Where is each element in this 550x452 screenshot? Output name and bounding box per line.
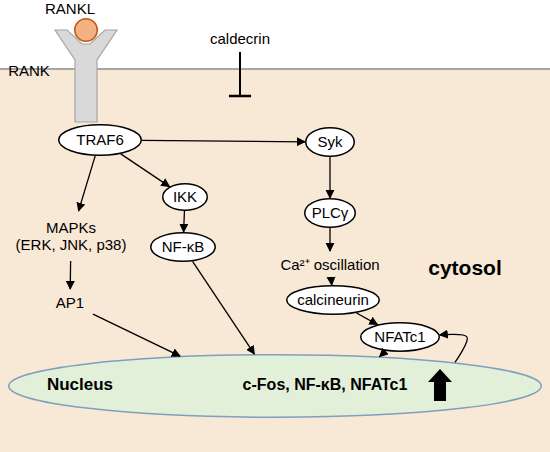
- ellipse-outline: [306, 128, 355, 157]
- nucleus-ellipse: Nucleus c-Fos, NF-κB, NFATc1: [8, 354, 542, 418]
- ellipse-outline: [163, 184, 208, 211]
- node-label: PLCγ: [312, 204, 349, 221]
- node-label: calcineurin: [297, 291, 369, 308]
- protein-ellipse: calcineurin: [286, 285, 380, 315]
- node-label: MAPKs: [46, 219, 96, 236]
- node-label: AP1: [56, 294, 84, 311]
- shape-outline: [55, 30, 117, 122]
- receptor-shape: RANK: [55, 30, 117, 122]
- ellipse-outline: [287, 286, 380, 315]
- node-label: cytosol: [415, 256, 515, 280]
- node-label: RANK: [6, 62, 52, 79]
- node-label: c-Fos, NF-κB, NFATc1: [220, 376, 430, 394]
- node-label: NF-κB: [162, 238, 205, 255]
- pathway-text: AP1: [50, 292, 90, 314]
- node-label: Syk: [317, 133, 342, 150]
- node-label: TRAF6: [76, 131, 124, 148]
- node-label: Ca²⁺ oscillation: [280, 256, 379, 273]
- pathway-text: MAPKs(ERK, JNK, p38): [10, 214, 132, 258]
- node-label: RANKL: [40, 0, 100, 17]
- cytosol-region: cytosol TRAF6 SykMAPKs(ERK, JNK, p38) IKK PL…: [0, 68, 550, 452]
- shape-outline: [74, 18, 98, 42]
- ellipse-outline: [75, 19, 98, 42]
- node-label: NFATc1: [374, 328, 425, 345]
- ellipse-outline: [305, 199, 356, 228]
- protein-ellipse: TRAF6: [58, 124, 142, 156]
- protein-ellipse: IKK: [162, 183, 208, 211]
- node-label: Nucleus: [30, 375, 130, 395]
- node-label: IKK: [173, 188, 197, 205]
- ellipse-outline: [361, 323, 440, 352]
- pathway-text: Ca²⁺ oscillation: [265, 254, 395, 276]
- protein-ellipse: PLCγ: [304, 198, 356, 228]
- protein-ellipse: NFATc1: [360, 322, 440, 352]
- protein-ellipse: Syk: [305, 127, 355, 157]
- protein-ellipse: NF-κB: [150, 232, 216, 262]
- node-label: (ERK, JNK, p38): [16, 236, 127, 253]
- ellipse-outline: [59, 125, 142, 156]
- inhibitor-label: caldecrin: [200, 30, 280, 47]
- ellipse-outline: [9, 355, 542, 418]
- ligand-circle: RANKL: [74, 18, 98, 42]
- ellipse-outline: [151, 233, 216, 262]
